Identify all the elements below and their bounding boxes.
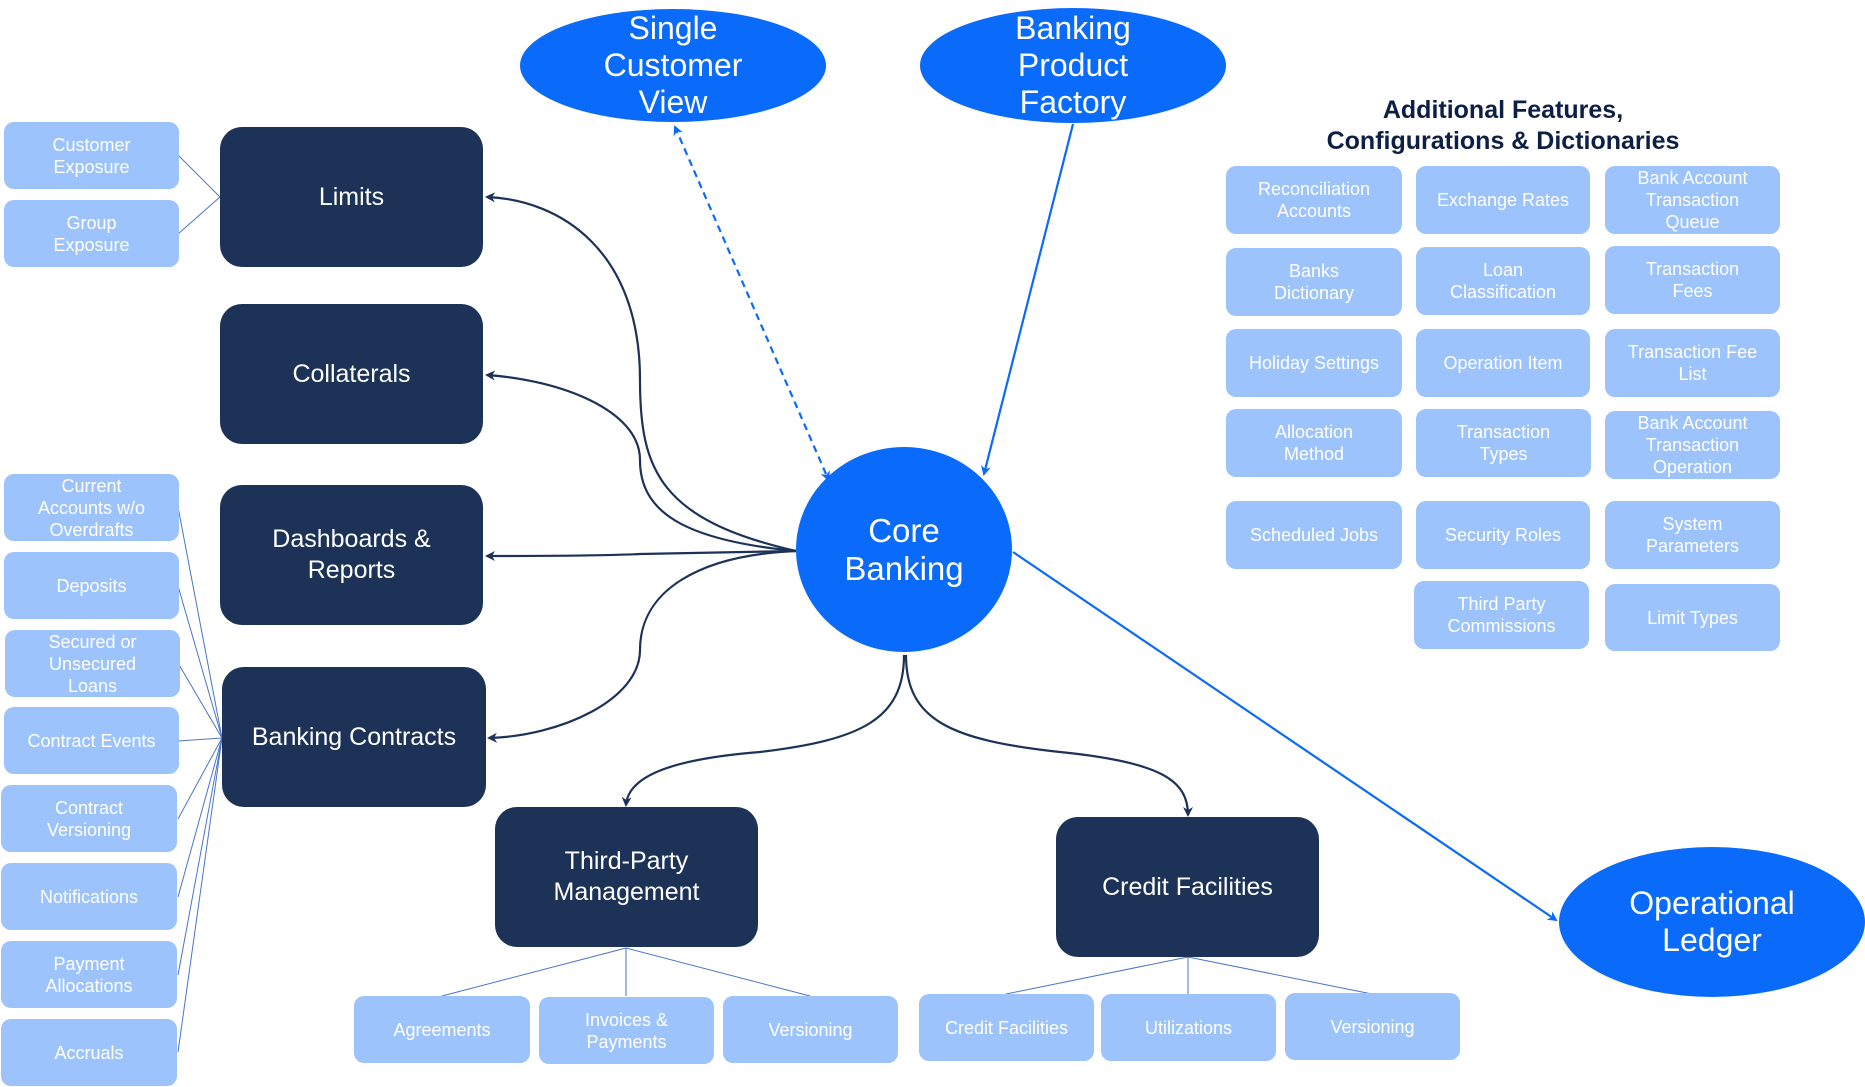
utilizations-node[interactable]: Utilizations (1101, 994, 1276, 1061)
link-contracts-child (177, 737, 223, 1053)
credit-versioning-node[interactable]: Versioning (1285, 993, 1460, 1060)
connector-core-collaterals (485, 370, 797, 553)
payment-allocations-node[interactable]: Payment Allocations (1, 941, 177, 1008)
customer-exposure-node[interactable]: Customer Exposure (4, 122, 179, 189)
group-exposure-node[interactable]: Group Exposure (4, 200, 179, 267)
feature-item[interactable]: Bank Account Transaction Operation (1605, 411, 1780, 479)
link-limits-child (177, 154, 221, 198)
agreements-node[interactable]: Agreements (354, 996, 530, 1063)
feature-item[interactable]: Exchange Rates (1416, 166, 1590, 234)
connector-core-dashboards (485, 549, 797, 561)
feature-item[interactable]: Allocation Method (1226, 409, 1402, 477)
connector-product-factory-core (981, 123, 1075, 476)
third-party-versioning-node[interactable]: Versioning (723, 996, 898, 1063)
link-credit-child (1187, 956, 1373, 995)
collaterals-node[interactable]: Collaterals (220, 304, 483, 444)
feature-item[interactable]: Transaction Types (1416, 409, 1591, 477)
accruals-node[interactable]: Accruals (1, 1019, 177, 1086)
link-limits-child (177, 196, 221, 235)
limits-node[interactable]: Limits (220, 127, 483, 267)
contract-events-node[interactable]: Contract Events (4, 707, 179, 774)
third-party-management-node[interactable]: Third-Party Management (495, 807, 758, 947)
feature-item[interactable]: Transaction Fee List (1605, 329, 1780, 397)
credit-facilities-node[interactable]: Credit Facilities (1056, 817, 1319, 957)
notifications-node[interactable]: Notifications (1, 863, 177, 930)
feature-item[interactable]: Holiday Settings (1226, 329, 1402, 397)
single-customer-view-node[interactable]: Single Customer View (520, 9, 826, 122)
connector-core-third-party (621, 654, 906, 807)
operational-ledger-node[interactable]: Operational Ledger (1559, 847, 1865, 997)
connector-core-banking-contracts (487, 549, 797, 743)
feature-item[interactable]: Limit Types (1605, 584, 1780, 651)
secured-unsecured-loans-node[interactable]: Secured or Unsecured Loans (5, 630, 180, 697)
link-contracts-child (177, 737, 223, 820)
connector-core-credit-facilities (904, 654, 1193, 817)
link-contracts-child (177, 585, 223, 739)
feature-item[interactable]: Banks Dictionary (1226, 248, 1402, 316)
connector-core-limits (485, 192, 797, 553)
connector-core-operational-ledger (1012, 551, 1558, 922)
feature-item[interactable]: Scheduled Jobs (1226, 501, 1402, 569)
link-contracts-child (177, 662, 223, 739)
feature-item[interactable]: Operation Item (1416, 329, 1590, 397)
current-accounts-node[interactable]: Current Accounts w/o Overdrafts (4, 474, 179, 541)
link-contracts-child (177, 737, 223, 976)
credit-facilities-child-node[interactable]: Credit Facilities (919, 994, 1094, 1061)
banking-product-factory-node[interactable]: Banking Product Factory (920, 8, 1226, 123)
link-third-party-child (625, 947, 811, 997)
feature-item[interactable]: Loan Classification (1416, 247, 1590, 315)
banking-contracts-node[interactable]: Banking Contracts (222, 667, 486, 807)
feature-item[interactable]: Bank Account Transaction Queue (1605, 166, 1780, 234)
contract-versioning-node[interactable]: Contract Versioning (1, 785, 177, 852)
link-credit-child (1005, 956, 1189, 995)
link-contracts-child (177, 737, 223, 742)
core-banking-node[interactable]: Core Banking (796, 447, 1012, 652)
link-third-party-child (441, 947, 627, 997)
link-contracts-child (177, 506, 223, 739)
additional-features-heading: Additional Features, Configurations & Di… (1326, 96, 1680, 155)
deposits-node[interactable]: Deposits (4, 552, 179, 619)
feature-item[interactable]: Reconciliation Accounts (1226, 166, 1402, 234)
connector-core-single-customer-view (673, 125, 830, 482)
feature-item[interactable]: Third Party Commissions (1414, 581, 1589, 649)
feature-item[interactable]: Security Roles (1416, 501, 1590, 569)
link-contracts-child (177, 737, 223, 898)
dashboards-reports-node[interactable]: Dashboards & Reports (220, 485, 483, 625)
feature-item[interactable]: System Parameters (1605, 501, 1780, 569)
feature-item[interactable]: Transaction Fees (1605, 246, 1780, 314)
invoices-payments-node[interactable]: Invoices & Payments (539, 997, 714, 1064)
